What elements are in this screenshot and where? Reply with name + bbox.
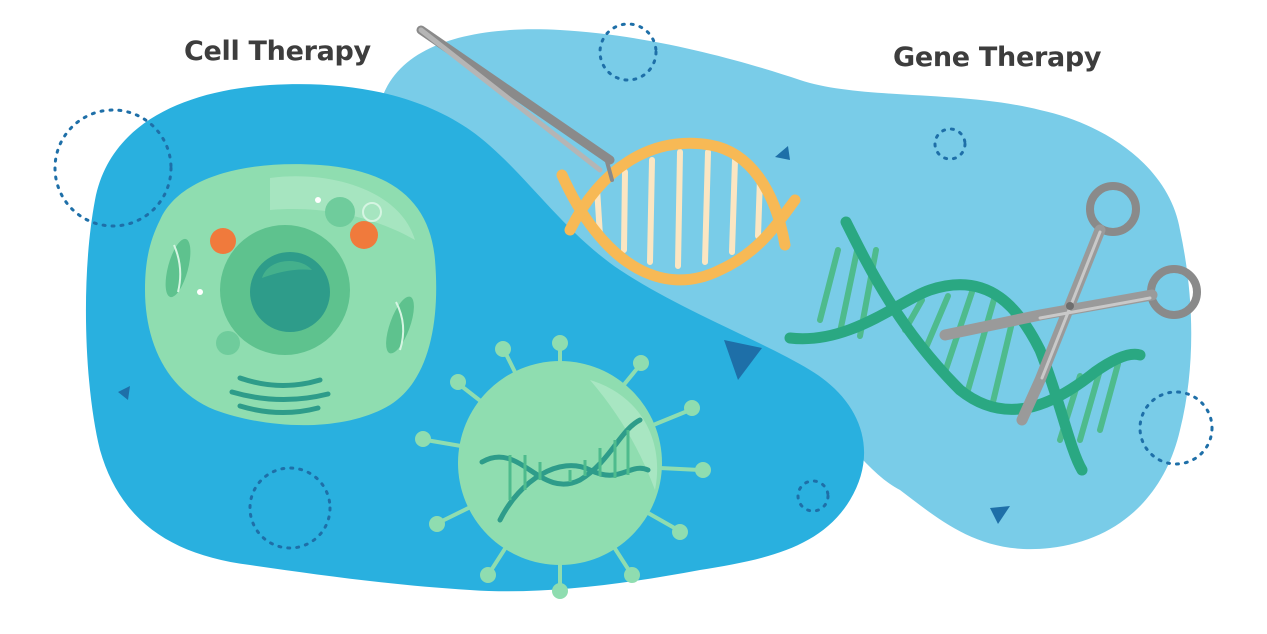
- triangle-icon: [118, 146, 1010, 524]
- dna-strand-icon: [784, 216, 1146, 476]
- cell-icon: [145, 164, 437, 426]
- cell-therapy-label: Cell Therapy: [184, 36, 371, 67]
- dna-strand-icon: [556, 137, 801, 286]
- gene-therapy-blob: [375, 29, 1192, 550]
- tweezers-icon: [416, 25, 615, 182]
- gene-therapy-label: Gene Therapy: [893, 42, 1102, 73]
- scissors-icon: [939, 182, 1201, 426]
- virus-icon: [415, 335, 711, 599]
- dotted-circle-icon: [53, 22, 1214, 550]
